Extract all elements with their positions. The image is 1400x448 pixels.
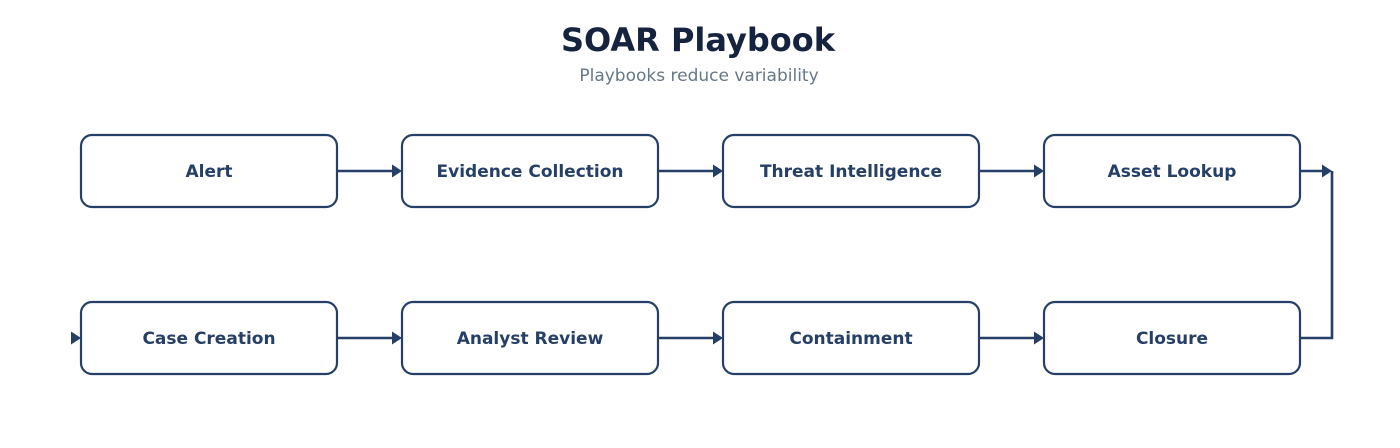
node-closure-box	[1042, 300, 1302, 376]
node-containment-label: Containment	[789, 329, 912, 349]
node-threat-intelligence[interactable]: Threat Intelligence	[721, 133, 981, 209]
node-case-creation-label: Case Creation	[142, 329, 275, 349]
node-evidence-collection-label: Evidence Collection	[437, 162, 624, 182]
node-asset-lookup-label: Asset Lookup	[1108, 162, 1237, 182]
edge-rail-right	[1300, 171, 1334, 340]
node-case-creation-box	[79, 300, 339, 376]
diagram-title: SOAR Playbook	[561, 21, 836, 59]
nodes-layer: Alert Evidence Collection Threat Intelli…	[79, 133, 1302, 376]
node-containment-box	[721, 300, 981, 376]
node-asset-lookup-box	[1042, 133, 1302, 209]
node-evidence-collection[interactable]: Evidence Collection	[400, 133, 660, 209]
node-closure[interactable]: Closure	[1042, 300, 1302, 376]
node-analyst-review-box	[400, 300, 660, 376]
node-containment[interactable]: Containment	[721, 300, 981, 376]
arrowhead-analyst-review-to-containment	[713, 331, 723, 345]
arrowhead-case-creation-in	[71, 331, 81, 345]
arrowhead-containment-to-closure	[1034, 331, 1044, 345]
node-threat-intelligence-box	[721, 133, 981, 209]
node-analyst-review-label: Analyst Review	[457, 329, 604, 349]
node-case-creation[interactable]: Case Creation	[79, 300, 339, 376]
arrowhead-evidence-collection-to-threat-intelligence	[713, 164, 723, 178]
diagram-subtitle: Playbooks reduce variability	[579, 66, 818, 86]
node-closure-label: Closure	[1136, 329, 1208, 349]
node-alert[interactable]: Alert	[79, 133, 339, 209]
arrowhead-threat-intelligence-to-asset-lookup	[1034, 164, 1044, 178]
arrowhead-asset-lookup-out	[1322, 164, 1332, 178]
arrowhead-alert-to-evidence-collection	[392, 164, 402, 178]
node-alert-box	[79, 133, 339, 209]
node-analyst-review[interactable]: Analyst Review	[400, 300, 660, 376]
edges-layer	[71, 164, 1334, 345]
node-asset-lookup[interactable]: Asset Lookup	[1042, 133, 1302, 209]
node-alert-label: Alert	[185, 162, 232, 182]
arrowhead-case-creation-to-analyst-review	[392, 331, 402, 345]
node-threat-intelligence-label: Threat Intelligence	[760, 162, 942, 182]
node-evidence-collection-box	[400, 133, 660, 209]
